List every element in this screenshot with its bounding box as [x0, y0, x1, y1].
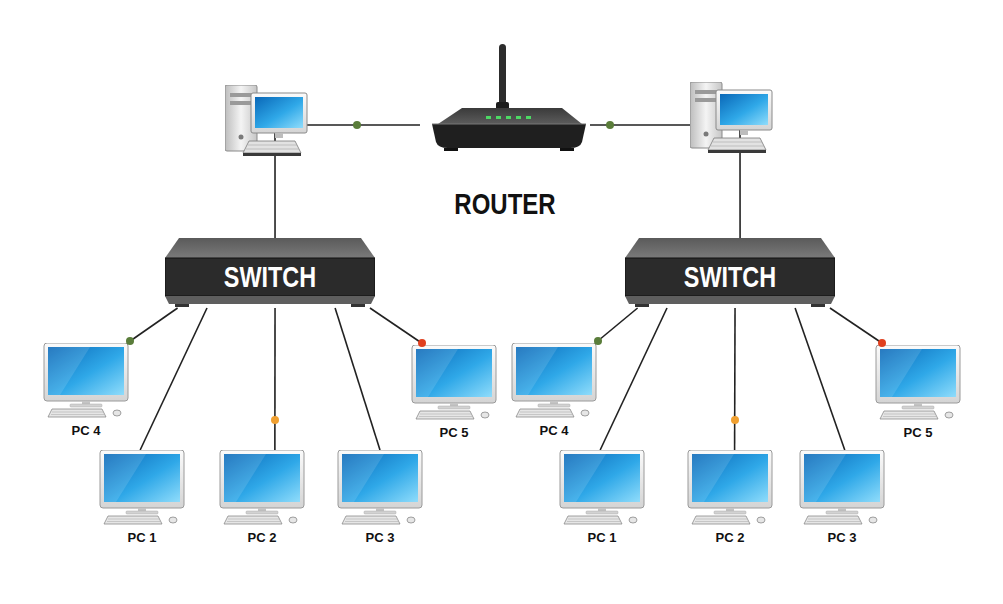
desktop-computer — [690, 82, 772, 153]
pc-label: PC 3 — [796, 530, 888, 546]
link-dot — [271, 416, 279, 424]
link-dot — [353, 121, 361, 129]
pc-node: PC 2 — [684, 450, 776, 548]
network-cable — [370, 308, 425, 345]
network-cable — [595, 308, 637, 343]
link-dot — [606, 121, 614, 129]
pc-label: PC 2 — [684, 530, 776, 546]
network-switch: SWITCH — [165, 238, 375, 308]
pc-node: PC 3 — [796, 450, 888, 548]
pc-label: PC 4 — [508, 423, 600, 439]
network-cable — [127, 308, 177, 343]
network-cable — [590, 125, 740, 238]
router-node: ROUTER — [420, 38, 590, 220]
network-cable — [274, 308, 276, 450]
link-dot — [731, 416, 739, 424]
network-cable — [335, 308, 380, 450]
pc-label: PC 4 — [40, 423, 132, 439]
network-cable — [600, 308, 667, 450]
pc-label: PC 3 — [334, 530, 426, 546]
network-cable — [734, 308, 736, 450]
pc-label: PC 1 — [96, 530, 188, 546]
router-label: ROUTER — [437, 188, 573, 220]
pc-label: PC 5 — [408, 425, 500, 441]
pc-label: PC 5 — [872, 425, 964, 441]
pc-node: PC 1 — [556, 450, 648, 548]
pc-node: PC 5 — [408, 345, 500, 443]
pc-node: PC 1 — [96, 450, 188, 548]
pc-node: PC 5 — [872, 345, 964, 443]
switch-label: SWITCH — [648, 260, 812, 294]
pc-label: PC 1 — [556, 530, 648, 546]
pc-node: PC 4 — [40, 343, 132, 441]
network-cable — [275, 125, 420, 238]
network-cable — [830, 308, 885, 345]
network-cable — [140, 308, 207, 450]
network-cable — [795, 308, 845, 450]
desktop-computer — [225, 85, 307, 156]
pc-node: PC 3 — [334, 450, 426, 548]
switch-label: SWITCH — [188, 260, 352, 294]
pc-node: PC 4 — [508, 343, 600, 441]
network-switch: SWITCH — [625, 238, 835, 308]
pc-label: PC 2 — [216, 530, 308, 546]
pc-node: PC 2 — [216, 450, 308, 548]
